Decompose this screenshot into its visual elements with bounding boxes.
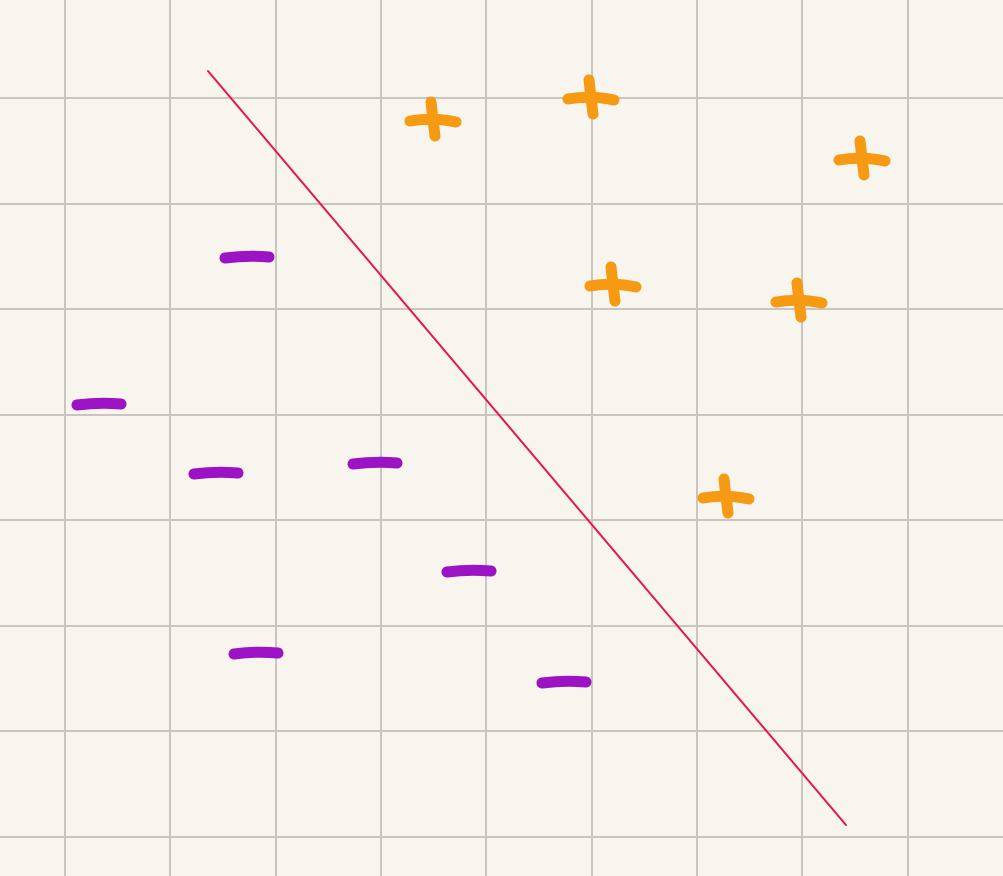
negative-marker: [228, 646, 284, 660]
positive-marker: [770, 277, 828, 323]
positive-markers: [404, 74, 891, 519]
positive-marker: [697, 473, 755, 519]
negative-marker: [536, 675, 592, 689]
separator-line: [207, 70, 847, 826]
negative-marker: [219, 250, 275, 264]
negative-markers: [71, 250, 592, 689]
positive-marker: [584, 261, 642, 307]
negative-marker: [441, 564, 497, 578]
positive-marker: [404, 96, 462, 142]
negative-marker: [188, 466, 244, 480]
positive-marker: [833, 135, 891, 181]
negative-marker: [347, 456, 403, 470]
negative-marker: [71, 397, 127, 411]
positive-marker: [562, 74, 620, 120]
